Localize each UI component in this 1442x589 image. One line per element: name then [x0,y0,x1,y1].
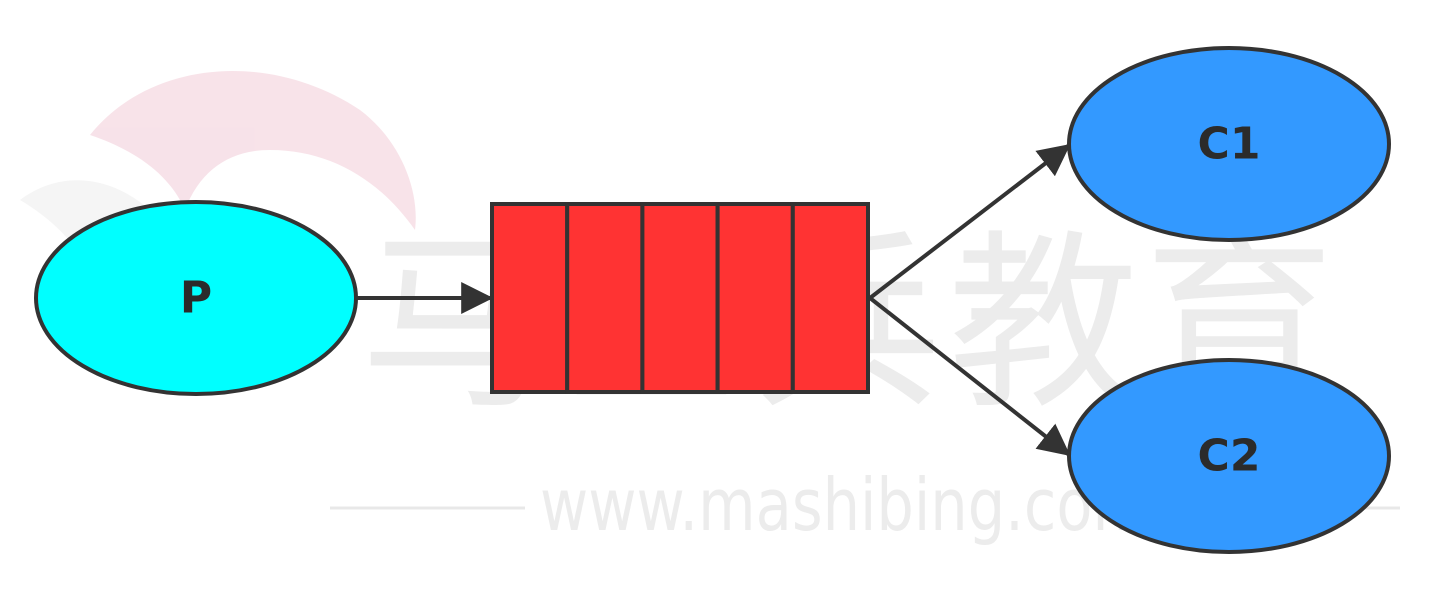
arrow-queue-to-c2 [868,296,1071,456]
queue-slot [490,202,570,394]
arrow-queue-to-c1 [868,144,1071,300]
queue-slot [790,202,870,394]
consumer-ellipse-c2 [1067,358,1391,554]
queue-slot [715,202,795,394]
consumer-ellipse-c1 [1067,46,1391,242]
consumer-node-c2: C2 [1067,358,1391,554]
queue-slot [565,202,645,394]
watermark-url-text: www.mashibing.com [540,463,1150,547]
producer-label: P [180,273,212,324]
consumer-node-c1: C1 [1067,46,1391,242]
queue-slot [640,202,720,394]
consumer-label-c1: C1 [1198,119,1261,170]
consumer-label-c2: C2 [1198,431,1261,482]
queue [490,202,870,394]
producer-node: P [34,200,358,396]
